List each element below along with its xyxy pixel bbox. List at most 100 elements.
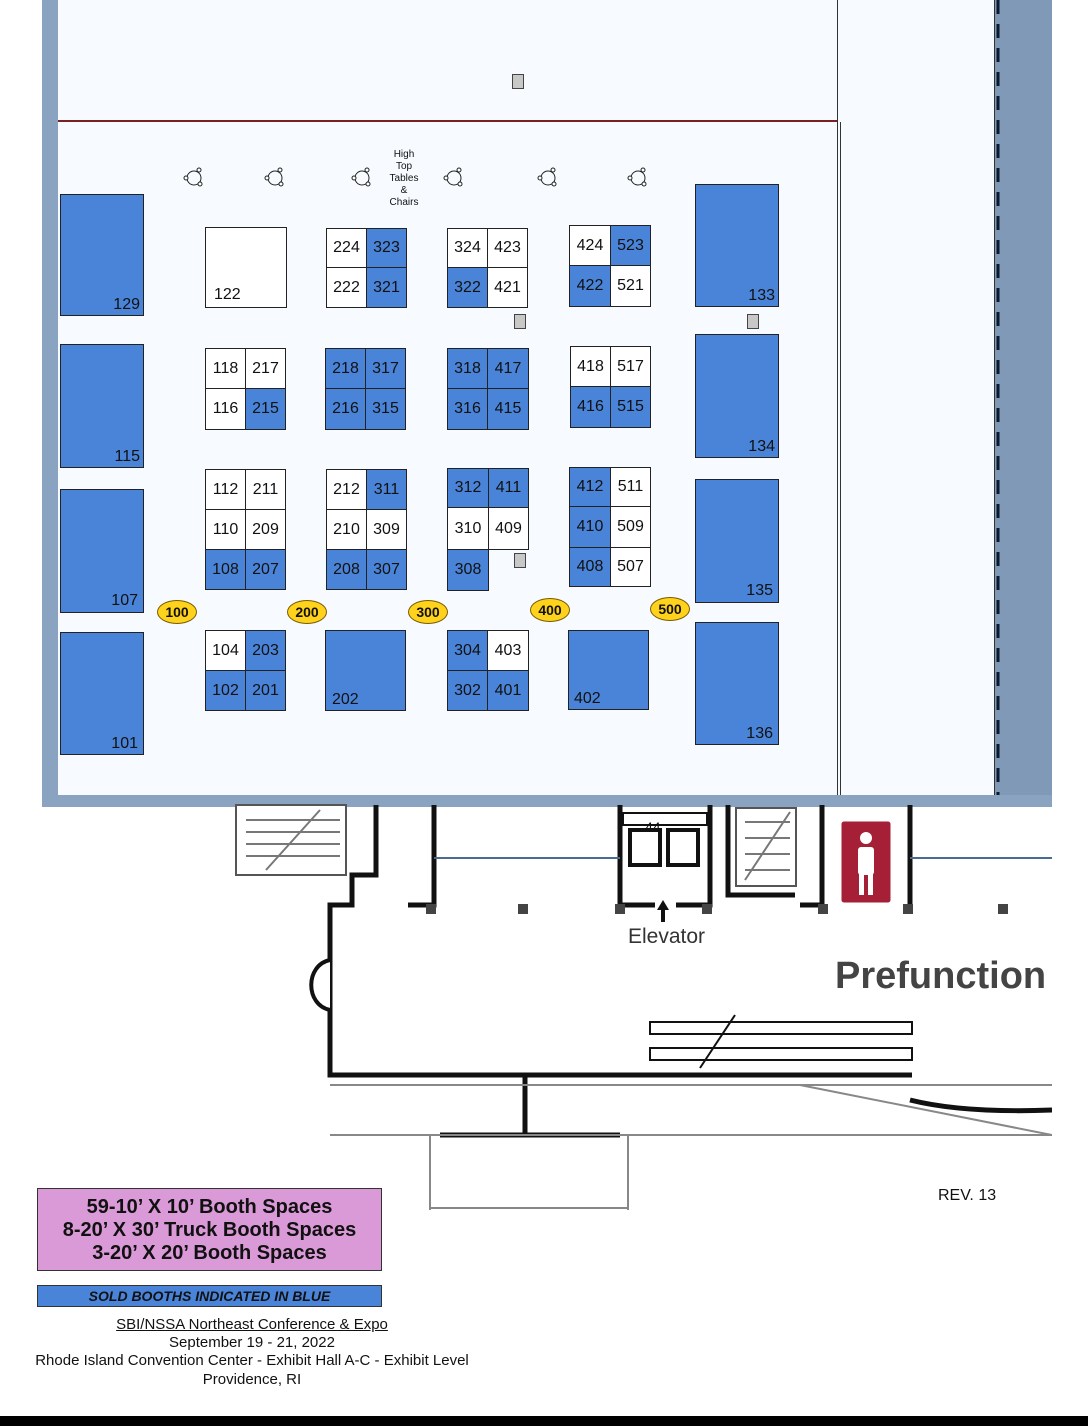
booth-104[interactable]: 104 (205, 630, 246, 671)
booth-209[interactable]: 209 (245, 509, 286, 550)
booth-107[interactable]: 107 (60, 489, 144, 613)
booth-308[interactable]: 308 (447, 549, 489, 591)
booth-424[interactable]: 424 (569, 225, 611, 266)
booth-102[interactable]: 102 (205, 670, 246, 711)
booth-135[interactable]: 135 (695, 479, 779, 603)
booth-315[interactable]: 315 (365, 388, 406, 430)
hall-divider-line (58, 120, 838, 122)
stair-number-label: 44 (645, 819, 661, 835)
exterior-wall-right (994, 0, 1052, 800)
event-name: SBI/NSSA Northeast Conference & Expo (116, 1316, 388, 1333)
booth-523[interactable]: 523 (610, 225, 651, 266)
booth-415[interactable]: 415 (487, 388, 529, 430)
booth-217[interactable]: 217 (245, 348, 286, 389)
booth-115[interactable]: 115 (60, 344, 144, 468)
booth-210[interactable]: 210 (326, 509, 367, 550)
booth-129[interactable]: 129 (60, 194, 144, 316)
booth-304[interactable]: 304 (447, 630, 488, 671)
booth-418[interactable]: 418 (570, 346, 611, 387)
booth-323[interactable]: 323 (366, 228, 407, 268)
booth-324[interactable]: 324 (447, 228, 488, 268)
booth-311[interactable]: 311 (366, 469, 407, 510)
booth-322[interactable]: 322 (447, 267, 488, 308)
booth-423[interactable]: 423 (487, 228, 528, 268)
booth-318[interactable]: 318 (447, 348, 488, 389)
booth-408[interactable]: 408 (569, 547, 611, 587)
booth-307[interactable]: 307 (366, 549, 407, 590)
wall-dashes (996, 0, 1000, 800)
booth-411[interactable]: 411 (488, 468, 529, 508)
booth-211[interactable]: 211 (245, 469, 286, 510)
booth-402[interactable]: 402 (568, 630, 649, 710)
booth-310[interactable]: 310 (447, 507, 489, 550)
booth-511[interactable]: 511 (610, 467, 651, 507)
booth-410[interactable]: 410 (569, 506, 611, 548)
elevator-label: Elevator (628, 925, 706, 948)
event-city: Providence, RI (202, 1371, 302, 1388)
booth-321[interactable]: 321 (366, 267, 407, 308)
booth-302[interactable]: 302 (447, 670, 488, 711)
legend-line-1: 59-10’ X 10’ Booth Spaces (86, 1196, 333, 1218)
booth-521[interactable]: 521 (610, 265, 651, 307)
booth-216[interactable]: 216 (325, 388, 366, 430)
booth-212[interactable]: 212 (326, 469, 367, 510)
booth-118[interactable]: 118 (205, 348, 246, 389)
booth-203[interactable]: 203 (245, 630, 286, 671)
booth-316[interactable]: 316 (447, 388, 488, 430)
sold-booths-legend: SOLD BOOTHS INDICATED IN BLUE (37, 1285, 382, 1307)
booth-422[interactable]: 422 (569, 265, 611, 307)
booth-202[interactable]: 202 (325, 630, 406, 711)
booth-417[interactable]: 417 (487, 348, 529, 389)
booth-218[interactable]: 218 (325, 348, 366, 389)
booth-108[interactable]: 108 (205, 549, 246, 590)
high-top-table-icon (627, 167, 647, 187)
booth-215[interactable]: 215 (245, 388, 286, 430)
booth-136[interactable]: 136 (695, 622, 779, 745)
booth-208[interactable]: 208 (326, 549, 367, 590)
booth-134[interactable]: 134 (695, 334, 779, 458)
column-pillar (514, 553, 526, 568)
booth-201[interactable]: 201 (245, 670, 286, 711)
booth-309[interactable]: 309 (366, 509, 407, 550)
booth-409[interactable]: 409 (488, 507, 529, 550)
aisle-marker-500: 500 (650, 597, 690, 621)
aisle-marker-400: 400 (530, 598, 570, 622)
high-top-table-icon (183, 167, 203, 187)
booth-507[interactable]: 507 (610, 547, 651, 587)
booth-116[interactable]: 116 (205, 388, 246, 430)
high-top-table-icon (537, 167, 557, 187)
building-floor-plan: 44 (235, 804, 1052, 1210)
booth-515[interactable]: 515 (610, 386, 651, 428)
exterior-wall-left (42, 0, 58, 800)
booth-222[interactable]: 222 (326, 267, 367, 308)
prefunction-label: Prefunction (835, 955, 1047, 997)
high-top-table-icon (264, 167, 284, 187)
booth-401[interactable]: 401 (487, 670, 529, 711)
booth-312[interactable]: 312 (447, 468, 489, 508)
booth-122[interactable]: 122 (205, 227, 287, 308)
aisle-marker-300: 300 (408, 600, 448, 624)
booth-101[interactable]: 101 (60, 632, 144, 755)
booth-509[interactable]: 509 (610, 506, 651, 548)
column-pillar (747, 314, 759, 329)
booth-224[interactable]: 224 (326, 228, 367, 268)
booth-421[interactable]: 421 (487, 267, 528, 308)
event-dates: September 19 - 21, 2022 (169, 1334, 335, 1351)
booth-412[interactable]: 412 (569, 467, 611, 507)
booth-112[interactable]: 112 (205, 469, 246, 510)
hall-boundary-line-2 (840, 122, 841, 795)
legend-line-2: 8-20’ X 30’ Truck Booth Spaces (62, 1219, 357, 1241)
booth-207[interactable]: 207 (245, 549, 286, 590)
booth-count-legend: 59-10’ X 10’ Booth Spaces 8-20’ X 30’ Tr… (37, 1188, 382, 1271)
booth-517[interactable]: 517 (610, 346, 651, 387)
booth-416[interactable]: 416 (570, 386, 611, 428)
hall-boundary-line (837, 0, 838, 795)
page-bottom-bar (0, 1416, 1088, 1426)
booth-133[interactable]: 133 (695, 184, 779, 307)
aisle-marker-200: 200 (287, 600, 327, 624)
booth-110[interactable]: 110 (205, 509, 246, 550)
booth-317[interactable]: 317 (365, 348, 406, 389)
event-venue: Rhode Island Convention Center - Exhibit… (35, 1352, 469, 1369)
booth-403[interactable]: 403 (487, 630, 529, 671)
high-top-table-icon (351, 167, 371, 187)
